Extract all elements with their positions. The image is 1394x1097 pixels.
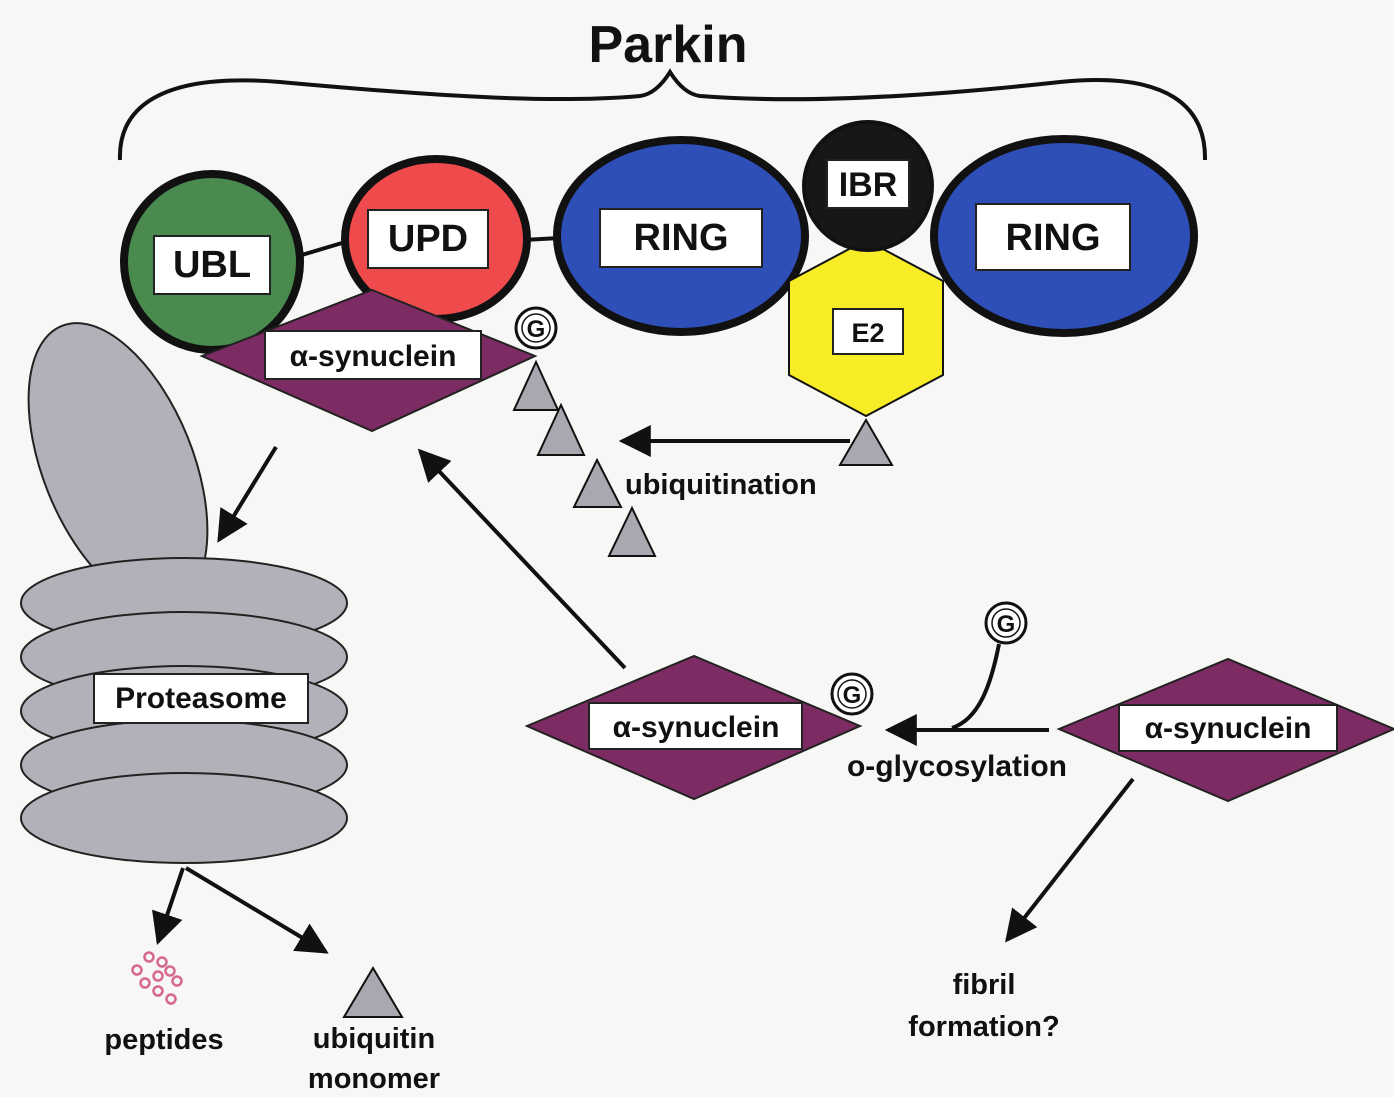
proteasome-group: Proteasome [20,322,348,864]
peptide-bead-6 [139,977,151,989]
ubiquitin-monomer-triangle [342,966,404,1018]
bound-alpha-synuclein: α-synuclein G [199,288,558,433]
glycosylated-synuclein-label-box [588,702,803,750]
proteasome-ring-5 [20,772,348,864]
ubl-label: UBL [173,244,251,286]
e2-label-box [832,308,904,355]
unmodified-synuclein-label-box [1118,704,1338,752]
ring-right-domain: RING [930,135,1198,337]
proteasome-label: Proteasome [115,682,287,715]
peptides-icon [131,951,183,1005]
peptide-bead-8 [165,993,177,1005]
peptide-bead-3 [164,965,176,977]
glycosylated-glycan-label: G [843,682,862,709]
ring-right-label-box [975,203,1131,271]
free-glycan-label: G [997,611,1016,638]
diagram-title: Parkin [589,16,748,74]
glycosylated-to-parkin-arrow [417,448,627,670]
bound-synuclein-label-box [264,330,482,380]
ibr-domain: IBR [802,120,934,252]
ring-left-label-box [599,208,763,268]
proteasome-label-box [93,673,309,724]
bound-synuclein-label: α-synuclein [290,340,457,373]
ubiquitin-label: ubiquitin [313,1023,435,1055]
proteasome-to-peptides-arrow [152,867,185,946]
formation-label: formation? [908,1011,1059,1043]
polyubiquitin-chain [512,359,657,557]
glycosylated-alpha-synuclein: α-synuclein G [524,654,874,801]
synuclein-to-proteasome-arrow [217,445,278,543]
upd-label-box [367,209,489,269]
peptides-label: peptides [104,1024,223,1056]
ring-right-label: RING [1006,217,1101,259]
glycosylated-glycan-inner-ring [837,679,867,709]
ubiquitination-label: ubiquitination [625,469,817,501]
e2-label: E2 [851,318,884,348]
peptide-bead-5 [152,970,164,982]
ubiquitin-triangle-4 [607,505,657,557]
ubl-domain: UBL [120,170,304,354]
ring-left-domain: RING [553,136,809,336]
bound-glycan-inner-ring [521,313,551,343]
glycan-addition-curve [951,643,1001,730]
unmodified-synuclein-label: α-synuclein [1145,712,1312,745]
peptide-bead-2 [156,956,168,968]
o-glycosylation-label: o-glycosylation [847,750,1067,783]
ibr-label-box [826,159,910,209]
e2-domain: E2 [788,238,944,418]
upd-label: UPD [388,218,468,260]
parkin-brace [117,68,1208,161]
e2-ubiquitin-triangle [838,418,894,466]
proteasome-to-ubiquitin-arrow [184,866,329,954]
peptide-bead-9 [131,964,143,976]
peptide-bead-7 [152,985,164,997]
fibril-label: fibril [953,969,1016,1001]
upd-domain: UPD [341,155,531,323]
ubiquitin-triangle-1 [512,359,560,411]
ring-left-label: RING [634,217,729,259]
peptide-bead-4 [171,975,183,987]
ibr-label: IBR [839,166,898,204]
fibril-formation-arrow [1005,777,1135,943]
free-glycan-inner-ring [991,608,1021,638]
bound-glycan-label: G [527,316,546,343]
monomer-label: monomer [308,1063,440,1095]
unmodified-alpha-synuclein: α-synuclein [1056,657,1394,803]
ubiquitin-triangle-3 [572,457,623,508]
ubiquitin-triangle-2 [536,402,586,456]
peptide-bead-1 [143,951,155,963]
glycosylated-synuclein-label: α-synuclein [613,711,780,744]
ubl-label-box [153,235,271,295]
